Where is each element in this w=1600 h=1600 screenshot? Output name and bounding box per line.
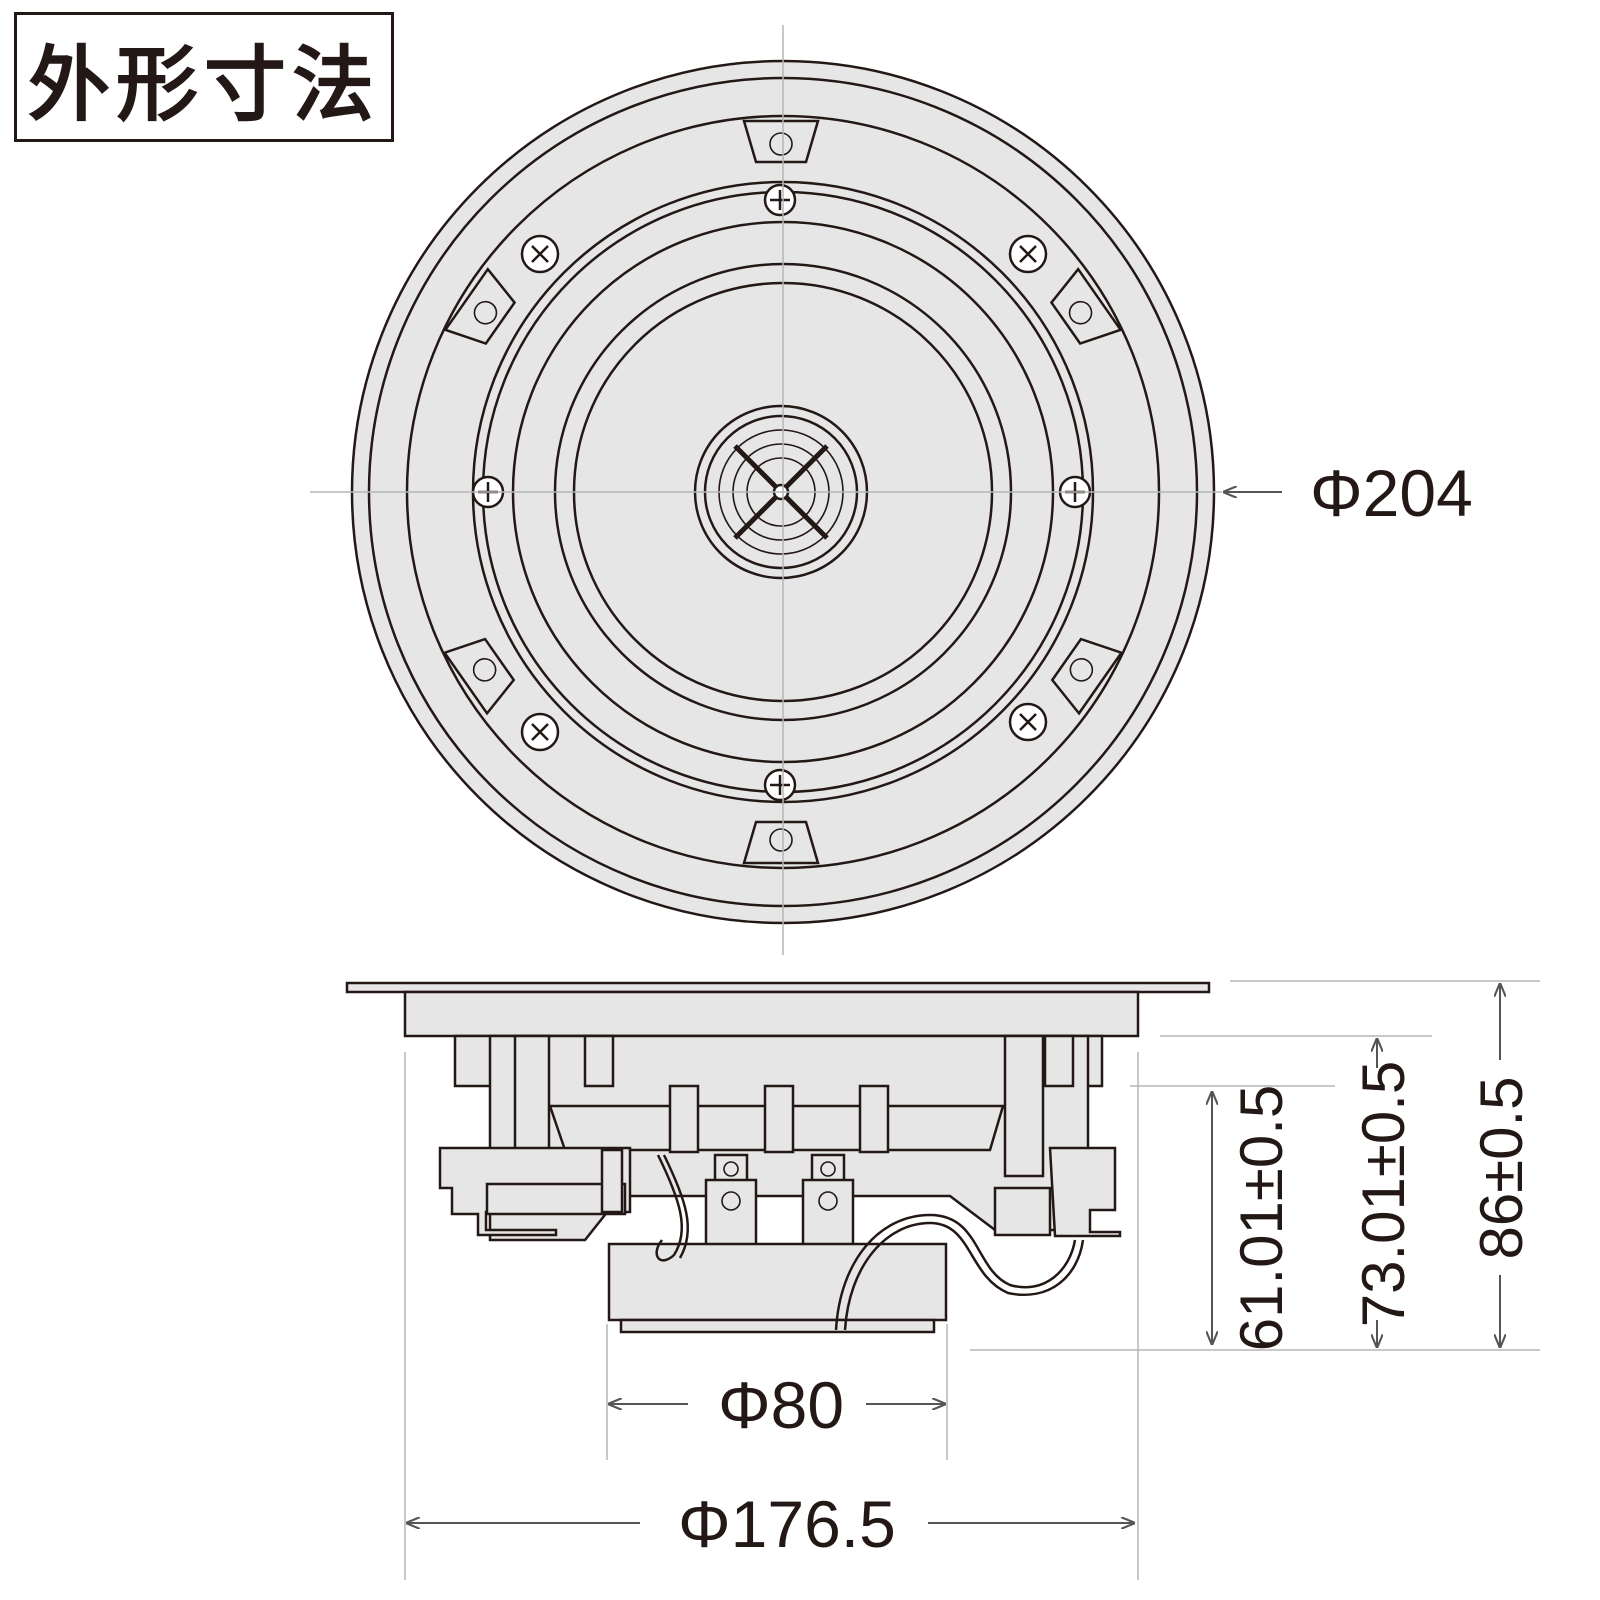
magnet [607, 1242, 948, 1322]
lead-wire-left [655, 1154, 684, 1262]
clamp-arm-right [1048, 1146, 1122, 1238]
clamp-tab-lower-left [442, 637, 516, 716]
terminal-left [704, 1153, 758, 1250]
terminal-right [801, 1153, 855, 1250]
flange [345, 981, 1211, 994]
depth-mid-label: 73.01±0.5 [1350, 1061, 1417, 1327]
drawing-title: 外形寸法 [27, 37, 380, 133]
frame-screw-bottom [763, 768, 797, 802]
grille-screw-lower-left [520, 712, 560, 752]
grille-screw-lower-right [1008, 702, 1048, 742]
grille-screw-upper-left [520, 234, 560, 274]
frame-screw-top [763, 183, 797, 217]
side-view [345, 981, 1211, 1334]
depth-total-label: 86±0.5 [1468, 1076, 1535, 1259]
clamp-tab-upper-right [1049, 267, 1123, 346]
depth-inner-label: 61.01±0.5 [1228, 1085, 1295, 1351]
lead-wire-right [834, 1213, 1077, 1331]
clamp-tab-bottom [742, 820, 820, 865]
clamp-tab-upper-left [443, 267, 517, 346]
clamp-tab-lower-right [1050, 637, 1124, 716]
magnet-diameter-label: Φ80 [718, 1368, 844, 1442]
cutout-diameter-label: Φ176.5 [678, 1487, 896, 1561]
magnet-plate [619, 1318, 936, 1334]
baffle-body [403, 990, 1140, 1038]
grille-screw-upper-right [1008, 234, 1048, 274]
clamp-tab-top [742, 119, 820, 164]
title-box: 外形寸法 [14, 12, 394, 142]
outer-diameter-label: Φ204 [1310, 456, 1473, 530]
